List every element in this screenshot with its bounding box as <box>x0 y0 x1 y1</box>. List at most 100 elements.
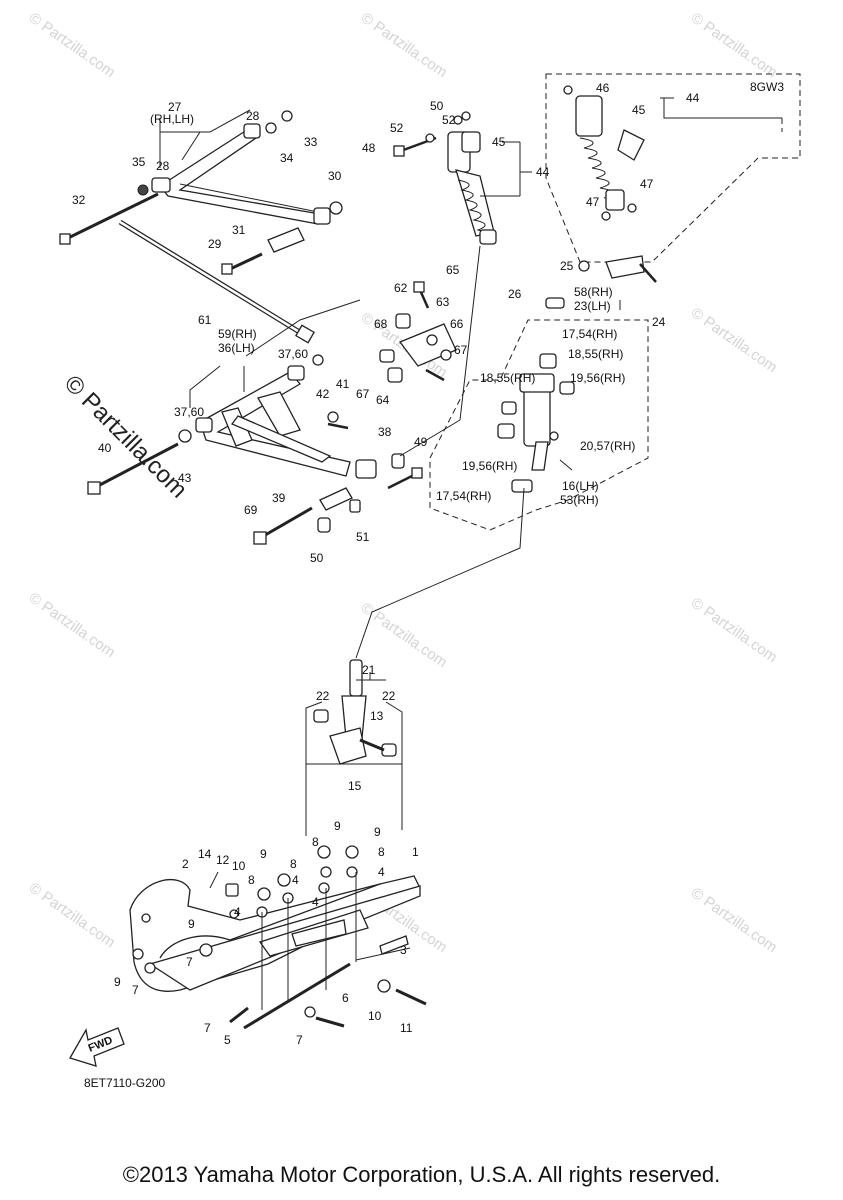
callout-10: 10 <box>368 1009 382 1023</box>
callout-40: 40 <box>98 441 112 455</box>
callout-44: 44 <box>686 91 700 105</box>
callout-53: 53(RH) <box>560 493 599 507</box>
callout-18-55: 18,55(RH) <box>568 347 623 361</box>
watermark: © Partzilla.com <box>26 589 119 661</box>
callout-28: 28 <box>246 109 260 123</box>
callout-50: 50 <box>310 551 324 565</box>
callout-9: 9 <box>188 917 195 931</box>
callout-35: 35 <box>132 155 146 169</box>
callout-19-56: 19,56(RH) <box>462 459 517 473</box>
callout-33: 33 <box>304 135 318 149</box>
callout-13: 13 <box>370 709 384 723</box>
callout-3: 3 <box>400 943 407 957</box>
callout-41: 41 <box>336 377 350 391</box>
callout-37-60: 37,60 <box>174 405 204 419</box>
shock-bracket <box>379 281 457 383</box>
callout-19-56: 19,56(RH) <box>570 371 625 385</box>
callout-23: 23(LH) <box>574 299 611 313</box>
callout-38: 38 <box>378 425 392 439</box>
callout-34: 34 <box>280 151 294 165</box>
callout-4: 4 <box>312 895 319 909</box>
spindle-housing <box>429 255 657 531</box>
callout-63: 63 <box>436 295 450 309</box>
callout-45: 45 <box>632 103 646 117</box>
callout-4: 4 <box>234 905 241 919</box>
callout-30: 30 <box>328 169 342 183</box>
callout-10: 10 <box>232 859 246 873</box>
watermark: © Partzilla.com <box>688 594 781 666</box>
watermark: © Partzilla.com <box>688 9 781 81</box>
ski-fasteners <box>132 845 427 1028</box>
callout-67: 67 <box>356 387 370 401</box>
long-bolt-61 <box>118 219 315 344</box>
watermark: © Partzilla.com <box>358 9 451 81</box>
callout-20-57: 20,57(RH) <box>580 439 635 453</box>
callout-16: 16(LH) <box>562 479 599 493</box>
spindle-shaft <box>305 487 525 836</box>
callout-1: 1 <box>412 845 419 859</box>
callout-50: 50 <box>430 99 444 113</box>
watermark: © Partzilla.com <box>358 599 451 671</box>
callout-17-54: 17,54(RH) <box>436 489 491 503</box>
callout-52: 52 <box>390 121 404 135</box>
callout-31: 31 <box>232 223 246 237</box>
callout-36: 36(LH) <box>218 341 255 355</box>
callout-18-55: 18,55(RH) <box>480 371 535 385</box>
callout-8: 8 <box>248 873 255 887</box>
callout-2: 2 <box>182 857 189 871</box>
callout-25: 25 <box>560 259 574 273</box>
variant-inset <box>545 73 801 263</box>
callout-7: 7 <box>132 983 139 997</box>
callout-8: 8 <box>378 845 385 859</box>
watermark: © Partzilla.com <box>688 884 781 956</box>
callout-26: 26 <box>508 287 522 301</box>
callout-9: 9 <box>334 819 341 833</box>
callout-7: 7 <box>296 1033 303 1047</box>
shock-absorber <box>393 111 497 245</box>
ski <box>129 871 421 1030</box>
callout-68: 68 <box>374 317 388 331</box>
callout-7: 7 <box>186 955 193 969</box>
callout-24: 24 <box>652 315 666 329</box>
callout-8: 8 <box>290 857 297 871</box>
callout-61: 61 <box>198 313 212 327</box>
leader-lines-top <box>159 97 783 471</box>
callout-29: 29 <box>208 237 222 251</box>
callout-17-54: 17,54(RH) <box>562 327 617 341</box>
callout-49: 49 <box>414 435 428 449</box>
callout-22: 22 <box>316 689 330 703</box>
callout-58: 58(RH) <box>574 285 613 299</box>
callout-64: 64 <box>376 393 390 407</box>
callout-6: 6 <box>342 991 349 1005</box>
callout-65: 65 <box>446 263 460 277</box>
callout-5: 5 <box>224 1033 231 1047</box>
fwd-arrow: FWD <box>69 1027 125 1067</box>
callout-8: 8 <box>312 835 319 849</box>
variant-code: 8GW3 <box>750 80 785 94</box>
callout-4: 4 <box>292 873 299 887</box>
callout-11: 11 <box>400 1021 413 1035</box>
callout-62: 62 <box>394 281 408 295</box>
callout-12: 12 <box>216 853 230 867</box>
callout-66: 66 <box>450 317 464 331</box>
callout-22: 22 <box>382 689 396 703</box>
callout-labels: 27 (RH,LH) 28 28 33 34 35 30 32 31 29 61… <box>72 81 700 1047</box>
callout-45: 45 <box>492 135 506 149</box>
callout-9: 9 <box>114 975 121 989</box>
callout-42: 42 <box>316 387 330 401</box>
callout-27: 27 <box>168 100 182 114</box>
callout-9: 9 <box>260 847 267 861</box>
callout-9: 9 <box>374 825 381 839</box>
callout-21: 21 <box>362 663 376 677</box>
callout-43: 43 <box>178 471 192 485</box>
upper-a-arm <box>59 110 343 275</box>
callout-15: 15 <box>348 779 362 793</box>
callout-59: 59(RH) <box>218 327 257 341</box>
callout-27-sub: (RH,LH) <box>150 112 194 126</box>
callout-69: 69 <box>244 503 258 517</box>
diagram-code: 8ET7110-G200 <box>84 1076 166 1090</box>
callout-44: 44 <box>536 165 550 179</box>
callout-48: 48 <box>362 141 376 155</box>
callout-37-60: 37,60 <box>278 347 308 361</box>
